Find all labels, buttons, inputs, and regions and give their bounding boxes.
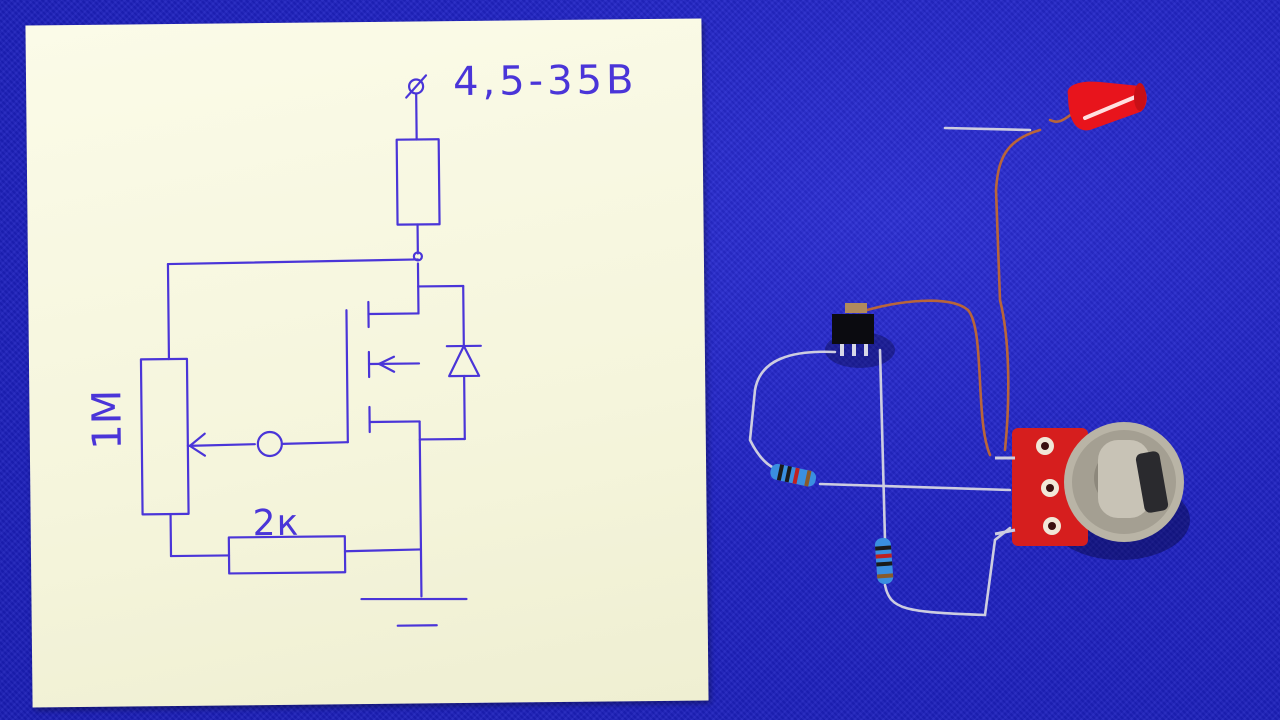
wire-copper xyxy=(994,128,1042,452)
wiper-arrow xyxy=(188,432,207,457)
wire-tinned xyxy=(883,526,1012,617)
paper-with-schematic: 4,5-35В 1М 2к xyxy=(25,18,709,708)
schematic-drawing xyxy=(139,74,482,627)
wire-tinned xyxy=(943,126,1032,132)
led-icon xyxy=(1067,81,1147,131)
resistor-icon xyxy=(874,537,894,585)
wire xyxy=(186,443,256,447)
mosfet-gate xyxy=(345,309,349,444)
wire xyxy=(166,258,420,266)
wire xyxy=(280,441,349,445)
resistor-2k-symbol xyxy=(227,535,347,575)
potentiometer-symbol xyxy=(139,357,190,516)
wire-tinned xyxy=(818,482,1012,492)
wire-tinned xyxy=(748,350,837,472)
wire-tinned xyxy=(878,348,887,542)
resistor-icon xyxy=(770,463,817,487)
ground-icon xyxy=(360,597,468,627)
wire-copper xyxy=(858,299,992,457)
wire xyxy=(166,262,171,361)
mosfet-icon xyxy=(832,303,874,356)
potentiometer-icon xyxy=(994,422,1184,546)
